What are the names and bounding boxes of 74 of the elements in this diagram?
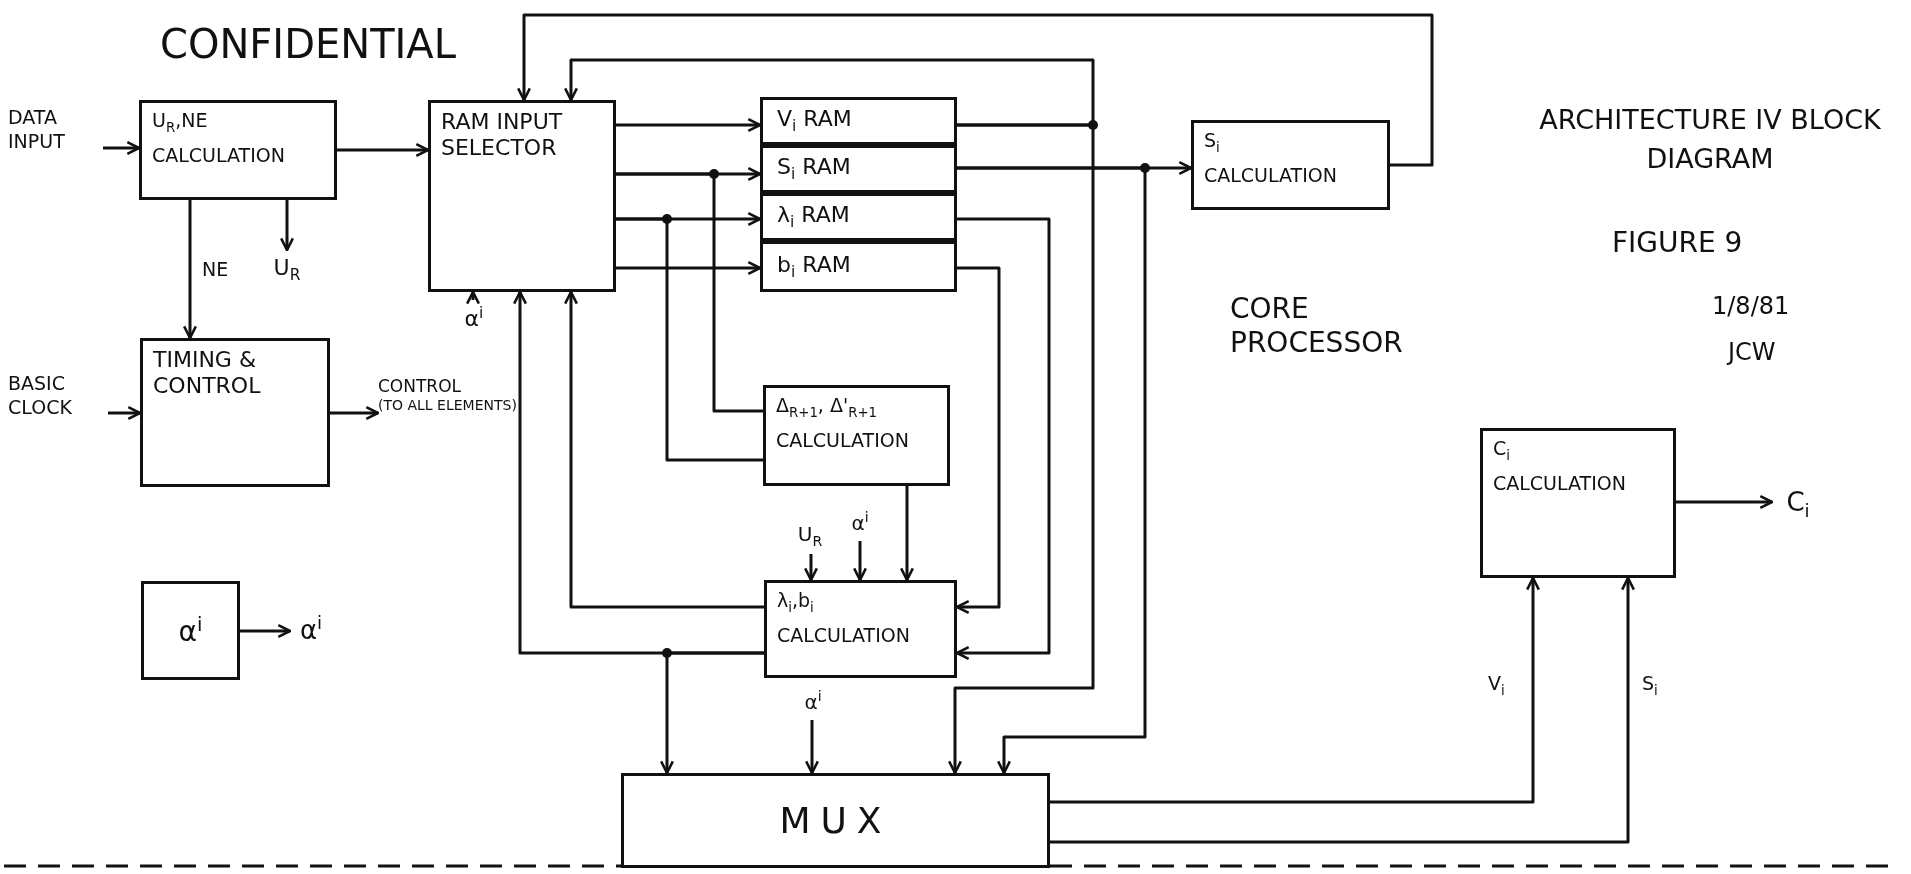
arrow [957,166,1147,775]
connector-line [616,172,763,413]
box-label: MUX [779,798,892,843]
signal-label: BASIC CLOCK [8,372,108,454]
arrow [659,651,764,775]
box-label: CALCULATION [152,143,286,167]
box-title: C$_{i}$ [1493,437,1511,464]
process-box [139,100,337,200]
arrow [108,405,142,421]
process-box [764,580,957,678]
section-label: CORE PROCESSOR [1230,292,1404,360]
arrow [947,123,1095,775]
process-box [428,100,616,292]
arrow [337,142,430,158]
date-text: 1/8/81 [1712,292,1790,321]
process-box [760,193,957,241]
arrow [616,117,762,133]
process-box [1191,120,1390,210]
arrow [1050,576,1636,844]
signal-label: U$_{R}$ [786,518,834,554]
box-title: S$_{i}$ [1204,129,1221,156]
process-box [760,97,957,145]
arrow [803,554,819,582]
box-label: α$^{i}$ [178,612,203,649]
box-label: CALCULATION [1493,471,1627,495]
box-title: Δ$_{R+1}$, Δ'$_{R+1}$ [776,394,878,421]
arrow [852,541,868,582]
figure-number: FIGURE 9 [1612,226,1743,260]
signal-label: C$_{i}$ [1772,482,1824,522]
arrow [240,623,292,639]
process-box [760,145,957,193]
arrow [616,260,762,276]
signal-label: DATA INPUT [8,106,103,186]
arrow [103,140,141,156]
box-label: CALCULATION [1204,163,1338,187]
arrow [1050,576,1541,804]
signal-label: U$_{R}$ [262,250,312,288]
process-box [760,241,957,292]
signal-label: α$^{i}$ [290,608,332,650]
process-box [140,338,330,487]
box-label: RAM INPUT SELECTOR [441,109,564,162]
signal-label: α$^{i}$ [456,300,492,336]
process-box [141,581,240,680]
arrow [279,200,295,252]
signal-label: CONTROL [378,376,463,398]
arrow [955,266,1001,615]
box-label: TIMING & CONTROL [153,347,262,400]
stamp-text: CONFIDENTIAL [160,20,456,68]
arrow [516,13,1434,167]
process-box [763,385,950,486]
box-label: CALCULATION [776,428,910,452]
box-title: λ$_{i}$,b$_{i}$ [777,589,815,616]
arrow [465,290,481,305]
arrow [1676,494,1774,510]
box-label: CALCULATION [777,623,911,647]
box-label: λ$_{i}$ RAM [777,202,850,232]
author-initials: JCW [1728,338,1776,367]
process-box [1480,428,1676,578]
arrow [899,486,915,582]
arrow [804,720,820,775]
arrow [330,405,380,421]
arrow [955,217,1051,661]
connector-line [616,217,763,462]
signal-label: α$^{i}$ [796,684,830,720]
box-title: U$_{R}$,NE [152,109,209,136]
signal-label: α$^{i}$ [842,505,878,541]
box-label: S$_{i}$ RAM [777,154,851,184]
diagram-title: ARCHITECTURE IV BLOCK DIAGRAM [1538,103,1882,177]
signal-label: (TO ALL ELEMENTS) [378,397,518,415]
arrow [563,290,764,609]
box-label: V$_{i}$ RAM [777,106,852,136]
arrow [182,200,198,340]
process-box [621,773,1050,868]
box-label: b$_{i}$ RAM [777,251,851,282]
